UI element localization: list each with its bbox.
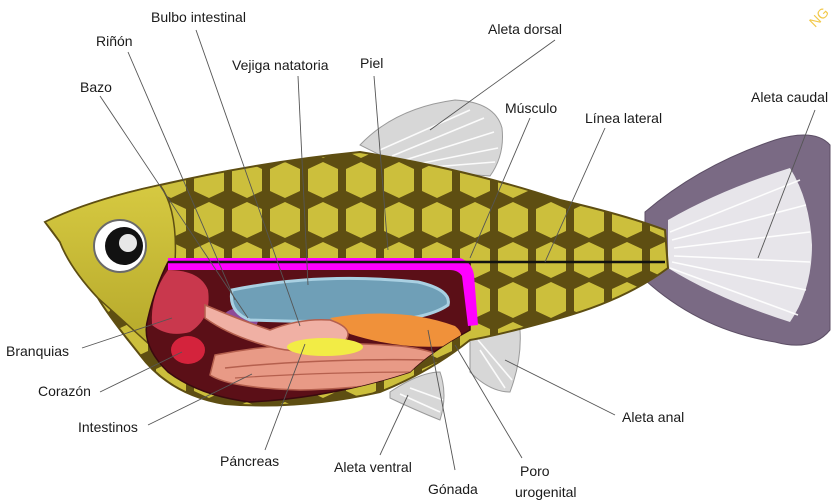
label-aleta-anal: Aleta anal — [622, 409, 684, 425]
label-aleta-caudal: Aleta caudal — [751, 89, 828, 105]
label-pancreas: Páncreas — [220, 453, 279, 469]
heart — [171, 336, 205, 364]
label-gonada: Gónada — [428, 481, 478, 497]
label-rinon: Riñón — [96, 33, 133, 49]
watermark: NG — [806, 4, 832, 30]
eye — [94, 220, 146, 272]
label-poro-line2: urogenital — [515, 484, 577, 500]
pancreas — [287, 338, 363, 356]
label-vejiga-natatoria: Vejiga natatoria — [232, 57, 329, 73]
label-linea-lateral: Línea lateral — [585, 110, 662, 126]
caudal-fin — [645, 135, 830, 345]
label-piel: Piel — [360, 55, 383, 71]
label-corazon: Corazón — [38, 383, 91, 399]
label-branquias: Branquias — [6, 343, 69, 359]
label-bazo: Bazo — [80, 79, 112, 95]
label-musculo: Músculo — [505, 100, 557, 116]
label-aleta-ventral: Aleta ventral — [334, 459, 412, 475]
swim-bladder — [231, 278, 448, 322]
label-intestinos: Intestinos — [78, 419, 138, 435]
label-bulbo-intestinal: Bulbo intestinal — [151, 9, 246, 25]
label-poro-line1: Poro — [520, 463, 550, 479]
label-aleta-dorsal: Aleta dorsal — [488, 21, 562, 37]
